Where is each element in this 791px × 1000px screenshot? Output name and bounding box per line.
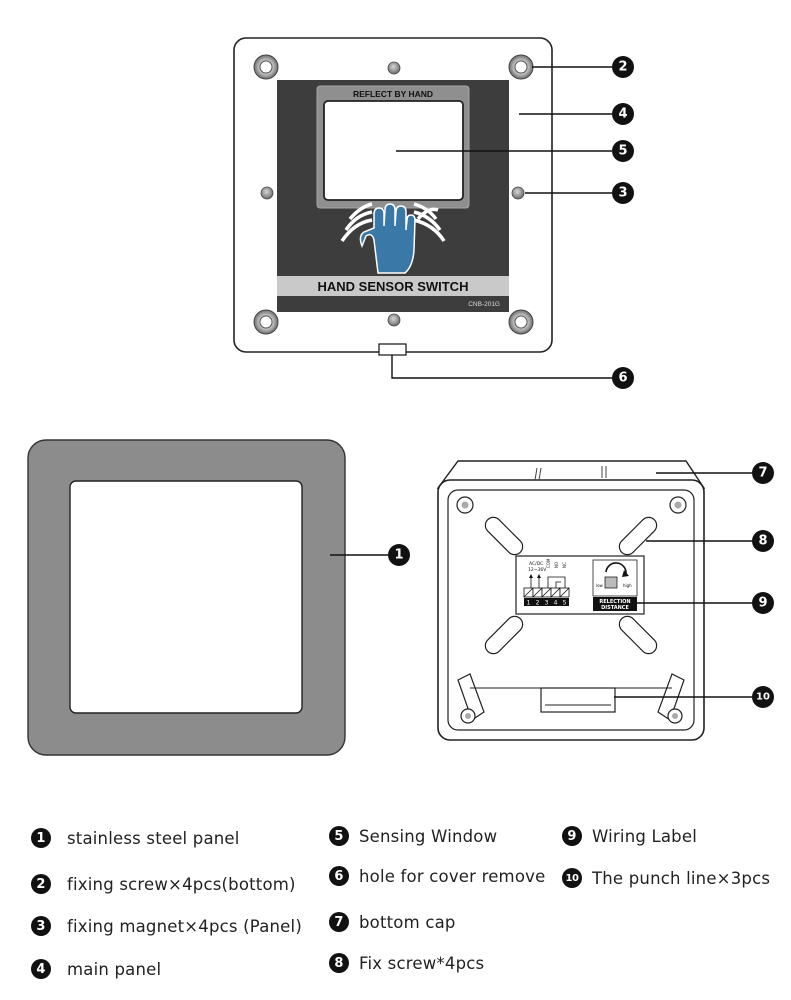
product-diagram: REFLECT BY HAND HAND SENSOR SWITCH CNB-2… <box>27 37 774 756</box>
callout-9: 9 <box>752 592 774 614</box>
legend-item-1: 1 stainless steel panel <box>31 828 240 848</box>
svg-text:1: 1 <box>394 548 403 563</box>
svg-text:2: 2 <box>618 60 627 75</box>
legend-label: Sensing Window <box>359 826 498 846</box>
legend-item-6: 6 hole for cover remove <box>329 866 545 886</box>
legend-label: stainless steel panel <box>67 828 240 848</box>
front-view: REFLECT BY HAND HAND SENSOR SWITCH CNB-2… <box>233 37 553 356</box>
callout-3: 3 <box>612 182 634 204</box>
relay-nc-label: NC <box>562 562 567 568</box>
pot-caption-line2: DISTANCE <box>601 605 629 611</box>
legend-label: fixing magnet×4pcs (Panel) <box>67 916 302 936</box>
legend-item-7: 7 bottom cap <box>329 912 456 932</box>
fix-screw-icon <box>669 496 687 514</box>
legend-item-10: 10 The punch line×3pcs <box>562 868 770 888</box>
svg-text:3: 3 <box>618 186 627 201</box>
legend-item-8: 8 Fix screw*4pcs <box>329 953 484 973</box>
callout-10: 10 <box>752 686 774 708</box>
relay-no-label: NO <box>554 562 559 568</box>
legend-label: main panel <box>67 959 162 979</box>
legend-label: fixing screw×4pcs(bottom) <box>67 874 296 894</box>
pot-caption-line1: RELECTION <box>599 599 630 605</box>
legend-label: Wiring Label <box>592 826 697 846</box>
legend-badge: 8 <box>329 953 349 973</box>
legend-badge: 2 <box>31 874 51 894</box>
callout-badges: 2 4 5 3 6 1 7 8 9 10 <box>388 56 774 708</box>
callout-7: 7 <box>752 462 774 484</box>
legend-badge: 6 <box>329 866 349 886</box>
fixing-magnet-icon <box>387 313 401 327</box>
svg-text:4: 4 <box>618 107 627 122</box>
terminal-4: 4 <box>554 600 558 607</box>
product-name: HAND SENSOR SWITCH <box>318 279 469 294</box>
wiring-voltage-label: AC/DC <box>529 561 543 567</box>
callout-2: 2 <box>612 56 634 78</box>
fixing-screw-icon <box>508 309 534 335</box>
callout-1: 1 <box>388 544 410 566</box>
punch-line <box>540 687 616 713</box>
terminal-2: 2 <box>536 600 540 607</box>
svg-text:9: 9 <box>758 596 767 611</box>
callout-6: 6 <box>612 367 634 389</box>
legend-label: Fix screw*4pcs <box>359 953 485 973</box>
svg-text:8: 8 <box>758 534 767 549</box>
svg-text:7: 7 <box>758 466 767 481</box>
leader-lines <box>330 66 752 698</box>
fixing-screw-icon <box>253 54 279 80</box>
legend-badge: 1 <box>31 828 51 848</box>
terminal-5: 5 <box>563 600 567 607</box>
fixing-magnet-icon <box>511 186 525 200</box>
pot-low-label: low <box>596 583 604 588</box>
legend-item-2: 2 fixing screw×4pcs(bottom) <box>31 874 296 894</box>
callout-5: 5 <box>612 140 634 162</box>
fix-screw-icon <box>456 496 474 514</box>
model-number: CNB-201G <box>468 301 500 308</box>
callout-8: 8 <box>752 530 774 552</box>
pot-high-label: high <box>623 583 632 588</box>
legend-label: hole for cover remove <box>359 866 546 886</box>
stainless-steel-panel <box>27 439 346 756</box>
wiring-voltage-range: 12~36V <box>528 567 547 573</box>
legend-item-5: 5 Sensing Window <box>329 826 497 846</box>
fixing-screw-icon <box>508 54 534 80</box>
legend-item-9: 9 Wiring Label <box>562 826 697 846</box>
fix-screw-icon <box>457 673 485 724</box>
legend-item-4: 4 main panel <box>31 959 161 979</box>
distance-knob-icon <box>604 576 618 589</box>
product-name-bar <box>277 276 509 296</box>
svg-text:6: 6 <box>618 371 627 386</box>
legend-label: The punch line×3pcs <box>592 868 771 888</box>
back-box: AC/DC 12~36V COM NO NC 1 2 3 4 <box>436 460 706 741</box>
legend-badge: 9 <box>562 826 582 846</box>
relay-com-label: COM <box>546 558 551 568</box>
svg-text:5: 5 <box>618 144 627 159</box>
legend-badge: 3 <box>31 916 51 936</box>
legend-badge: 4 <box>31 959 51 979</box>
fixing-screw-icon <box>253 309 279 335</box>
legend-badge: 7 <box>329 912 349 932</box>
fixing-magnet-icon <box>260 186 274 200</box>
terminal-3: 3 <box>545 600 549 607</box>
fixing-magnet-icon <box>387 61 401 75</box>
cover-remove-hole <box>378 343 407 356</box>
hand-icon <box>340 202 446 274</box>
callout-4: 4 <box>612 103 634 125</box>
wiring-label: AC/DC 12~36V COM NO NC 1 2 3 4 <box>515 555 645 615</box>
terminal-1: 1 <box>527 600 531 607</box>
legend-badge: 10 <box>562 868 582 888</box>
legend-item-3: 3 fixing magnet×4pcs (Panel) <box>31 916 302 936</box>
legend-label: bottom cap <box>359 912 456 932</box>
legend-badge: 5 <box>329 826 349 846</box>
svg-text:10: 10 <box>756 692 770 703</box>
window-caption: REFLECT BY HAND <box>353 89 433 99</box>
